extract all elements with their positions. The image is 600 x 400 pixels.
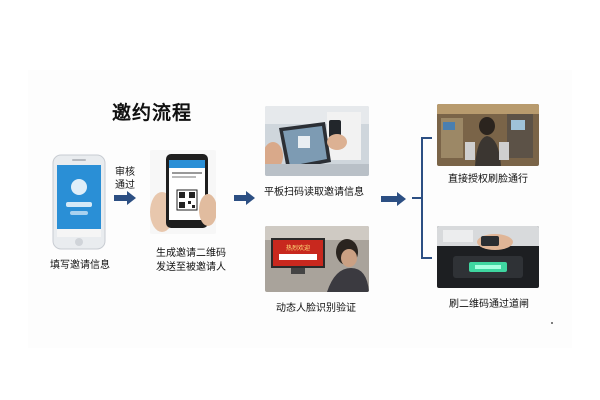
- step-direct-access-label: 直接授权刷脸通行: [448, 174, 528, 185]
- step-qr-gate-label: 刷二维码通过道闸: [449, 299, 529, 310]
- qr-gate-scanner-image: [437, 226, 539, 288]
- flow-arrow-3-shaft: [381, 196, 397, 202]
- review-label-line2: 通过: [115, 180, 135, 191]
- flow-arrow-2-head: [246, 191, 255, 205]
- flow-arrow-1-shaft: [114, 195, 127, 201]
- step-generate-qr-label: 生成邀请二维码 发送至被邀请人: [145, 247, 237, 275]
- branch-bracket: [412, 137, 432, 259]
- image-speck: [551, 322, 553, 324]
- step-generate-qr-line1: 生成邀请二维码: [156, 248, 226, 259]
- diagram-title: 邀约流程: [112, 102, 193, 124]
- step-tablet-scan-label: 平板扫码读取邀请信息: [264, 187, 364, 198]
- face-recognition-image: 热烈欢迎: [265, 226, 369, 292]
- phone-qr-code-image: [150, 150, 216, 234]
- tablet-scan-image: [265, 106, 369, 176]
- review-label-line1: 审核: [115, 167, 135, 178]
- flow-arrow-1-head: [127, 191, 136, 205]
- flow-arrow-3-head: [397, 192, 406, 206]
- phone-fill-info-image: [52, 154, 106, 250]
- step-face-verify-label: 动态人脸识别验证: [276, 303, 356, 314]
- flow-arrow-2-shaft: [234, 195, 246, 201]
- tv-banner-text: 热烈欢迎: [286, 244, 310, 252]
- step-generate-qr-line2: 发送至被邀请人: [156, 262, 226, 273]
- step-fill-info-label: 填写邀请信息: [50, 260, 110, 271]
- face-access-gate-image: [437, 104, 539, 166]
